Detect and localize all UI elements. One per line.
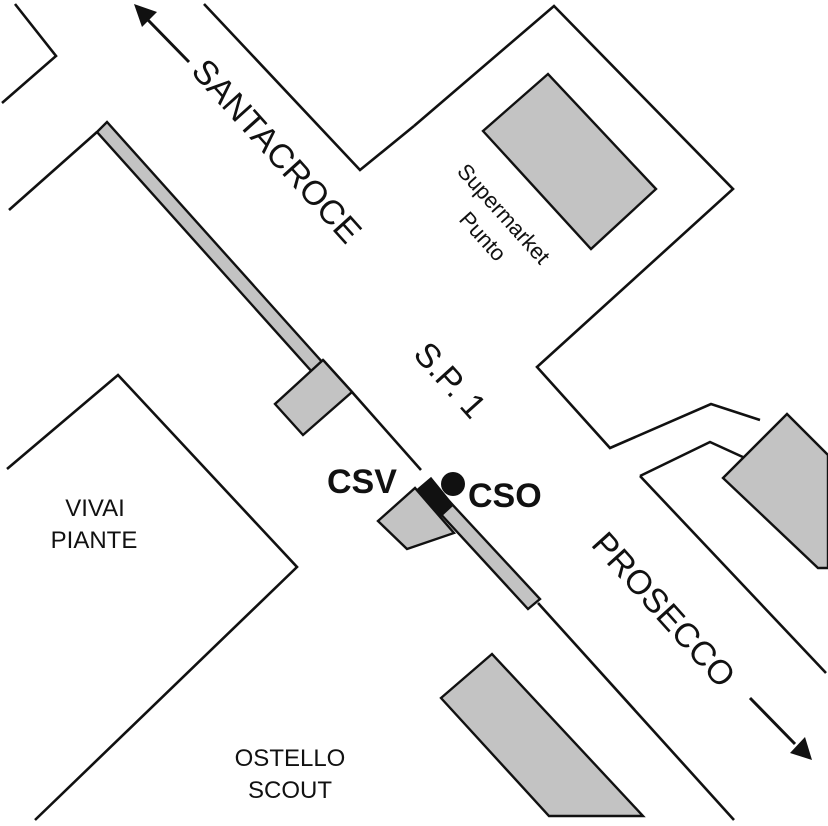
building-box-west (273, 358, 354, 437)
place-label-ostello: OSTELLO (235, 745, 346, 772)
building-box-csv (376, 486, 457, 551)
arrow-down-right-icon (748, 696, 812, 760)
building-east (721, 412, 828, 570)
station-csv-marker[interactable] (416, 476, 455, 519)
boundary-driveway-lower (639, 440, 746, 478)
place-label-piante: PIANTE (51, 527, 138, 554)
road-sp1-west-edge-mid (351, 391, 422, 471)
boundary-vivai-piante (6, 373, 299, 821)
station-cso-marker[interactable] (441, 472, 465, 496)
arrow-up-left-icon (134, 4, 191, 64)
building-south (439, 652, 646, 818)
boundary-santacroce-east-edge (203, 3, 415, 172)
road-sp1-west-edge-lower (537, 602, 735, 821)
station-label-csv: CSV (327, 463, 397, 501)
building-supermarket (481, 72, 658, 251)
station-label-cso: CSO (468, 477, 542, 515)
boundary-top-left-corner (1, 3, 58, 104)
boundary-supermarket-lot (413, 4, 761, 450)
place-label-scout: SCOUT (248, 777, 332, 804)
boundary-prosecco-east-edge (639, 475, 827, 674)
boundary-west-upper (8, 131, 98, 211)
place-label-vivai: VIVAI (65, 495, 125, 522)
